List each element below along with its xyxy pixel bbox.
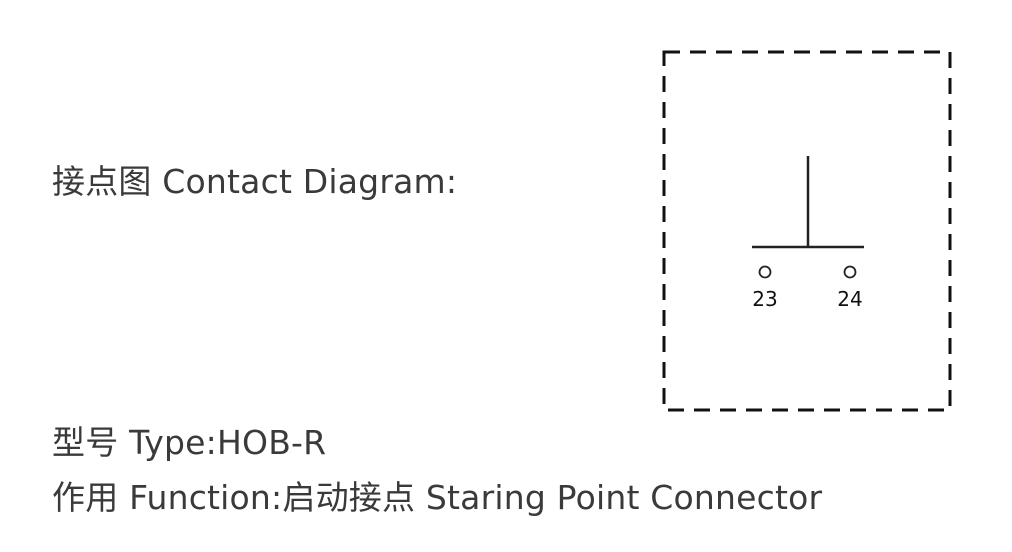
function-prefix: 作用 Function: — [52, 478, 283, 517]
function-value: 启动接点 Staring Point Connector — [282, 478, 823, 517]
terminal-23-circle — [758, 265, 772, 279]
type-line: 型号 Type:HOB-R — [52, 426, 326, 459]
type-value: HOB-R — [217, 423, 327, 462]
terminal-24-circle — [843, 265, 857, 279]
type-prefix: 型号 Type: — [52, 423, 218, 462]
function-line: 作用 Function:启动接点 Staring Point Connector — [52, 481, 822, 514]
dashed-enclosure — [662, 50, 952, 412]
contact-diagram: 23 24 — [640, 40, 970, 430]
terminal-23-label: 23 — [752, 287, 777, 311]
contact-diagram-label: 接点图 Contact Diagram: — [52, 162, 458, 201]
terminal-24-label: 24 — [837, 287, 862, 311]
contact-diagram-svg: 23 24 — [662, 50, 952, 412]
